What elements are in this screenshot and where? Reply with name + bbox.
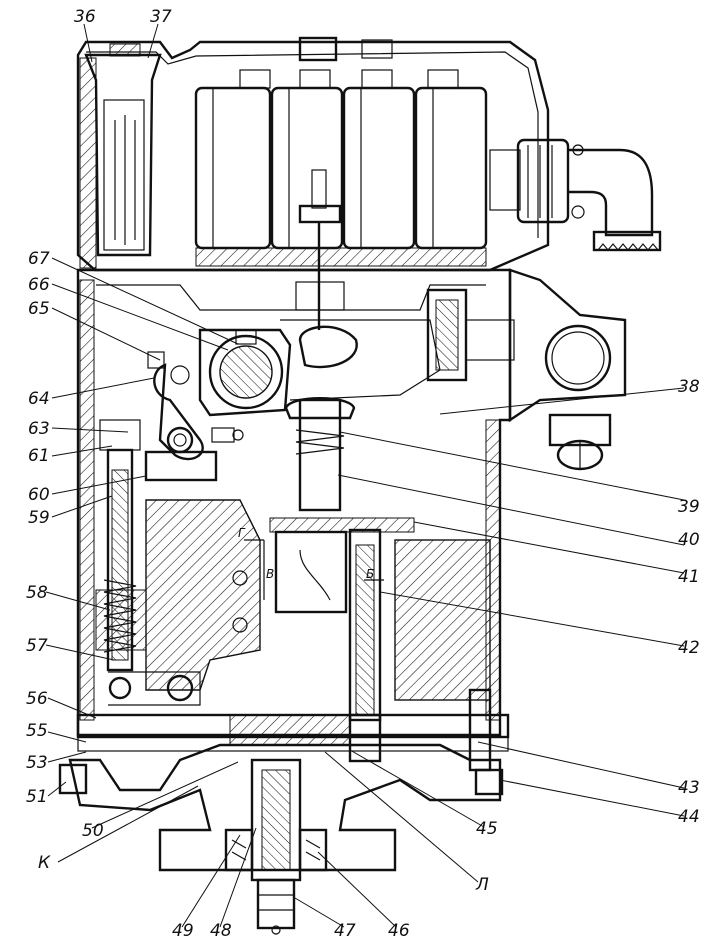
label-41: 41 (678, 567, 700, 587)
part-labels: 36 37 38 39 40 41 42 43 44 45 46 47 48 4… (26, 7, 700, 941)
label-45: 45 (476, 819, 498, 839)
label-51: 51 (26, 787, 48, 807)
label-44: 44 (678, 807, 700, 827)
label-58: 58 (26, 583, 48, 603)
label-57: 57 (26, 636, 48, 656)
label-53: 53 (26, 753, 48, 773)
label-66: 66 (28, 275, 50, 295)
filter-cartridge (84, 43, 162, 257)
label-L: Л (475, 875, 489, 895)
section-mark-g: Г (238, 526, 246, 540)
lever-arm (147, 351, 244, 461)
label-43: 43 (678, 778, 700, 798)
label-65: 65 (28, 299, 50, 319)
top-cover (76, 40, 550, 272)
label-37: 37 (150, 7, 172, 27)
base-plate (58, 688, 510, 872)
label-55: 55 (26, 721, 48, 741)
label-60: 60 (28, 485, 50, 505)
label-67: 67 (28, 249, 50, 269)
right-valve-block (426, 268, 627, 471)
label-49: 49 (172, 921, 194, 941)
label-48: 48 (210, 921, 232, 941)
label-64: 64 (28, 389, 50, 409)
label-63: 63 (28, 419, 50, 439)
section-marks: Г В Б (238, 526, 384, 600)
label-47: 47 (334, 921, 356, 941)
eccentric-shaft (208, 329, 284, 410)
label-40: 40 (678, 530, 700, 550)
label-K: К (38, 853, 51, 873)
label-46: 46 (388, 921, 410, 941)
drive-shaft (224, 758, 328, 935)
electrical-connector (489, 138, 662, 252)
piston-block (145, 397, 491, 722)
section-mark-b: Б (366, 567, 374, 581)
label-38: 38 (678, 377, 700, 397)
label-56: 56 (26, 689, 48, 709)
label-42: 42 (678, 638, 700, 658)
solenoid-coils (194, 36, 488, 267)
central-plunger (295, 169, 358, 369)
leader-lines (45, 23, 685, 928)
label-39: 39 (678, 497, 700, 517)
label-50: 50 (82, 821, 104, 841)
label-36: 36 (74, 7, 96, 27)
section-mark-v: В (266, 567, 274, 581)
label-59: 59 (28, 508, 50, 528)
label-61: 61 (28, 446, 50, 466)
